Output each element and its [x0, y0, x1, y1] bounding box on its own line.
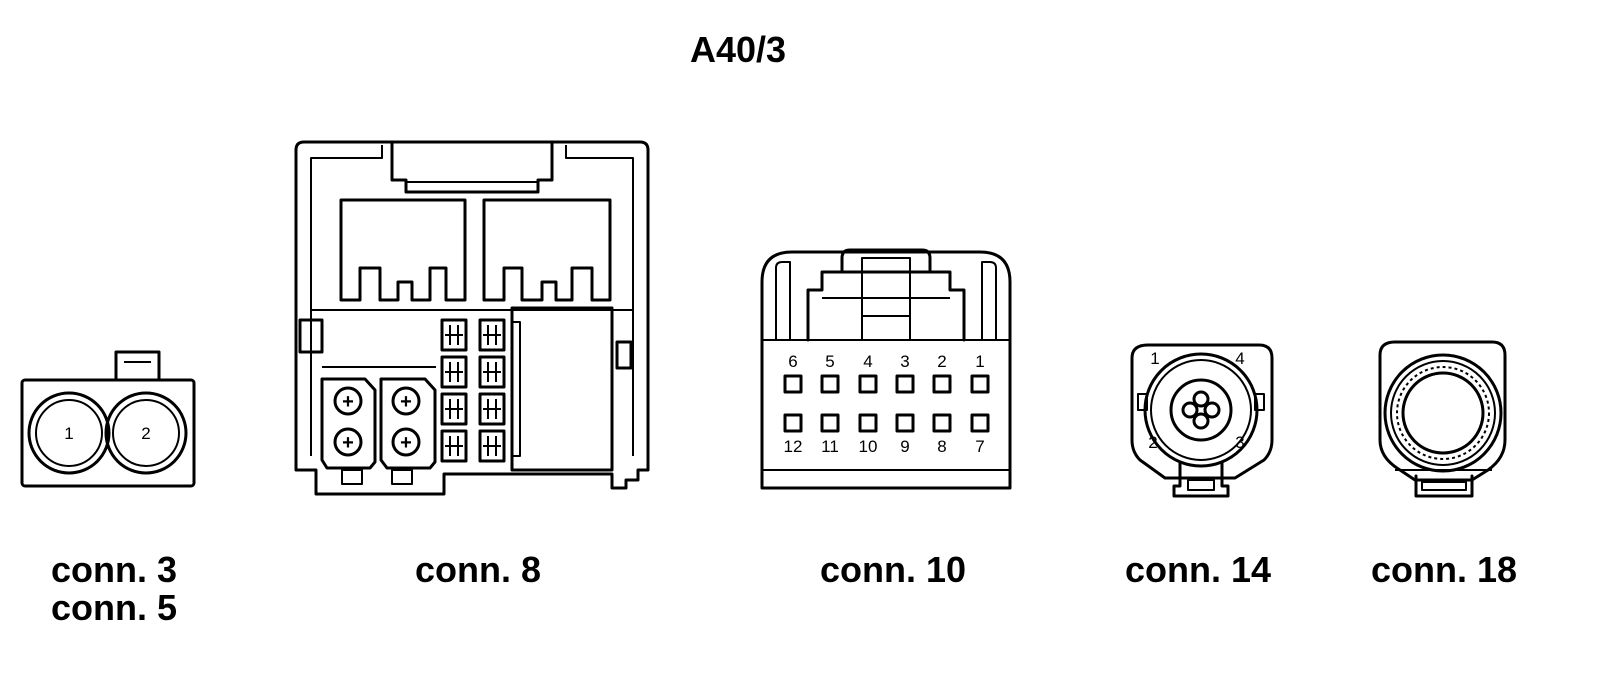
pin-label: 8 [937, 437, 946, 456]
connector-caption: conn. 14 [1125, 549, 1271, 590]
pin-label: 3 [1235, 433, 1244, 452]
connector-caption: conn. 3 [51, 549, 177, 590]
connector-caption: conn. 8 [415, 549, 541, 590]
pin-label: 2 [141, 424, 150, 443]
connector-3-5: 1 2 [20, 350, 196, 488]
pin-label: 7 [975, 437, 984, 456]
pin-label: 12 [784, 437, 803, 456]
pin-label: 2 [1148, 433, 1157, 452]
connector-18 [1378, 340, 1507, 498]
connector-caption: conn. 5 [51, 587, 177, 628]
power-terminal-symbol: + [342, 432, 354, 454]
pin-label: 1 [1150, 349, 1159, 368]
signal-terminals [440, 318, 506, 463]
pin-label: 3 [900, 352, 909, 371]
pin-label: 10 [859, 437, 878, 456]
pin-squares [783, 374, 990, 433]
connector-caption: conn. 10 [820, 549, 966, 590]
pin-label: 2 [937, 352, 946, 371]
power-terminal-symbol: + [342, 391, 354, 413]
pin-label: 4 [863, 352, 872, 371]
pin-label: 6 [788, 352, 797, 371]
pin-label: 5 [825, 352, 834, 371]
pin-label: 4 [1235, 349, 1244, 368]
connector-8: + + + + [294, 140, 650, 496]
power-terminal-symbol: + [400, 391, 412, 413]
pin-label: 1 [64, 424, 73, 443]
connector-caption: conn. 18 [1371, 549, 1517, 590]
diagram-title: A40/3 [690, 29, 786, 70]
power-terminal-symbol: + [400, 432, 412, 454]
pin-label: 11 [821, 437, 839, 456]
connector-14: 1 4 2 3 [1130, 343, 1274, 498]
pin-label: 9 [900, 437, 909, 456]
connector-10: 6 5 4 3 2 1 12 11 10 9 8 7 [760, 248, 1012, 490]
pin-label: 1 [975, 352, 984, 371]
